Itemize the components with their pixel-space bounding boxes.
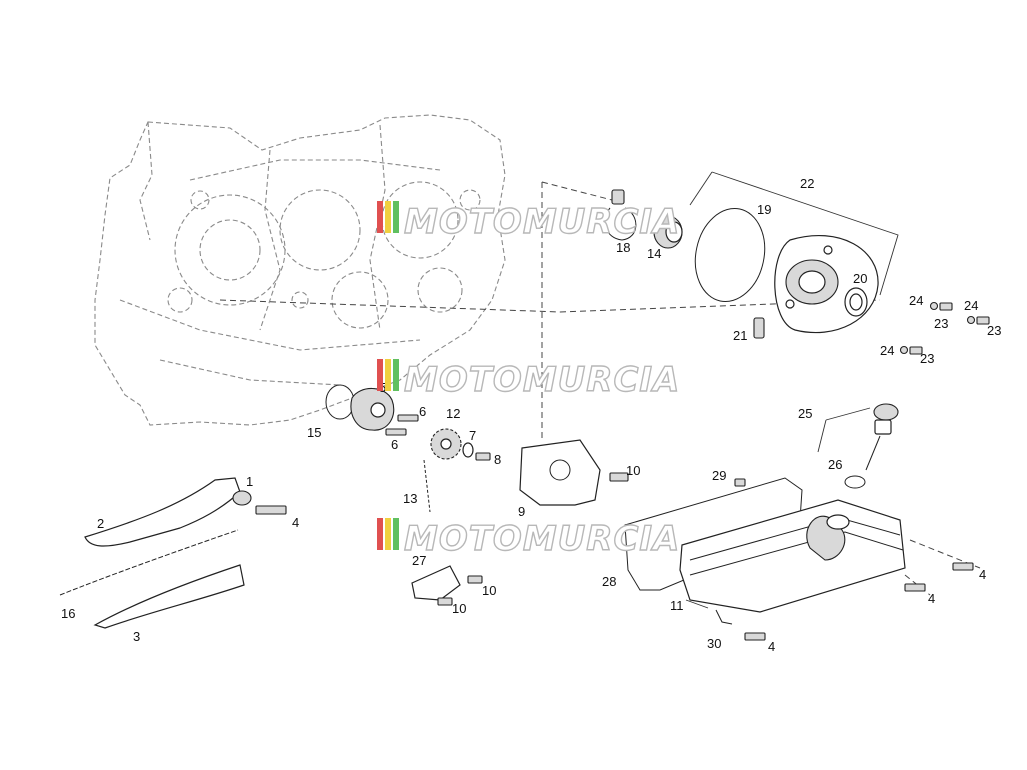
label-21: 21: [733, 328, 747, 343]
watermark-logo-top: MOTOMURCIA: [377, 201, 680, 243]
plate-9: [519, 439, 601, 506]
label-25: 25: [798, 406, 812, 421]
label-28: 28: [602, 574, 616, 589]
label-2: 2: [97, 516, 104, 531]
chain-16: [59, 529, 239, 596]
label-6: 6: [419, 404, 426, 419]
bolt-4-upper: [255, 505, 287, 515]
chain-guide-2: [84, 477, 241, 547]
label-15: 15: [307, 425, 321, 440]
label-29: 29: [712, 468, 726, 483]
oil-sump-11: [679, 499, 906, 613]
label-19: 19: [757, 202, 771, 217]
sprocket-12: [430, 428, 462, 460]
dipstick-25: [865, 403, 899, 471]
label-11: 11: [670, 598, 684, 613]
label-4: 4: [292, 515, 299, 530]
label-8: 8: [494, 452, 501, 467]
part-29: [734, 478, 746, 487]
gear-14: [653, 215, 683, 249]
label-4: 4: [928, 591, 935, 606]
label-23: 23: [987, 323, 1001, 338]
screw-washer-group: [899, 301, 990, 355]
label-13: 13: [403, 491, 417, 506]
label-27: 27: [412, 553, 426, 568]
label-22: 22: [800, 176, 814, 191]
label-18: 18: [616, 240, 630, 255]
sump-bolts-4: [744, 562, 974, 641]
washer-7-bolt-8: [462, 442, 491, 461]
label-10: 10: [626, 463, 640, 478]
plate-27: [411, 565, 461, 601]
watermark-logo-middle: MOTOMURCIA: [377, 359, 680, 401]
watermark-logo-bottom: MOTOMURCIA: [377, 518, 680, 560]
label-10: 10: [452, 601, 466, 616]
seal-ring-20: [844, 287, 868, 317]
label-6: 6: [391, 437, 398, 452]
svg-text:MOTOMURCIA: MOTOMURCIA: [404, 360, 680, 400]
label-24: 24: [880, 343, 894, 358]
label-20: 20: [853, 271, 867, 286]
svg-text:MOTOMURCIA: MOTOMURCIA: [404, 519, 680, 559]
bolt-10-upper: [609, 472, 629, 482]
label-7: 7: [469, 428, 476, 443]
label-10: 10: [482, 583, 496, 598]
label-9: 9: [518, 504, 525, 519]
part-number-labels: 1 2 3 4 4 4 4 5 6 6 7 8 9 10 10 10 11 12…: [61, 176, 1001, 654]
label-24: 24: [909, 293, 923, 308]
label-23: 23: [920, 351, 934, 366]
label-4: 4: [979, 567, 986, 582]
label-30: 30: [707, 636, 721, 651]
label-3: 3: [133, 629, 140, 644]
label-26: 26: [828, 457, 842, 472]
chain-tensioner-3: [93, 564, 245, 629]
part-18: [604, 189, 637, 241]
oil-pump-cover: [689, 171, 899, 334]
pin-21: [753, 317, 765, 339]
label-4: 4: [768, 639, 775, 654]
label-24: 24: [964, 298, 978, 313]
label-23: 23: [934, 316, 948, 331]
bolts-6: [385, 414, 419, 436]
o-ring-19: [694, 207, 766, 303]
bolts-10-lower: [437, 575, 483, 606]
label-12: 12: [446, 406, 460, 421]
bracket-30: [715, 609, 733, 625]
spacer-1: [232, 490, 252, 506]
chain-13: [423, 459, 431, 513]
svg-text:MOTOMURCIA: MOTOMURCIA: [404, 202, 680, 242]
o-ring-26: [844, 475, 866, 489]
label-1: 1: [246, 474, 253, 489]
label-14: 14: [647, 246, 661, 261]
oil-pump-5: [325, 384, 395, 431]
leader-lines: [685, 407, 871, 609]
label-16: 16: [61, 606, 75, 621]
